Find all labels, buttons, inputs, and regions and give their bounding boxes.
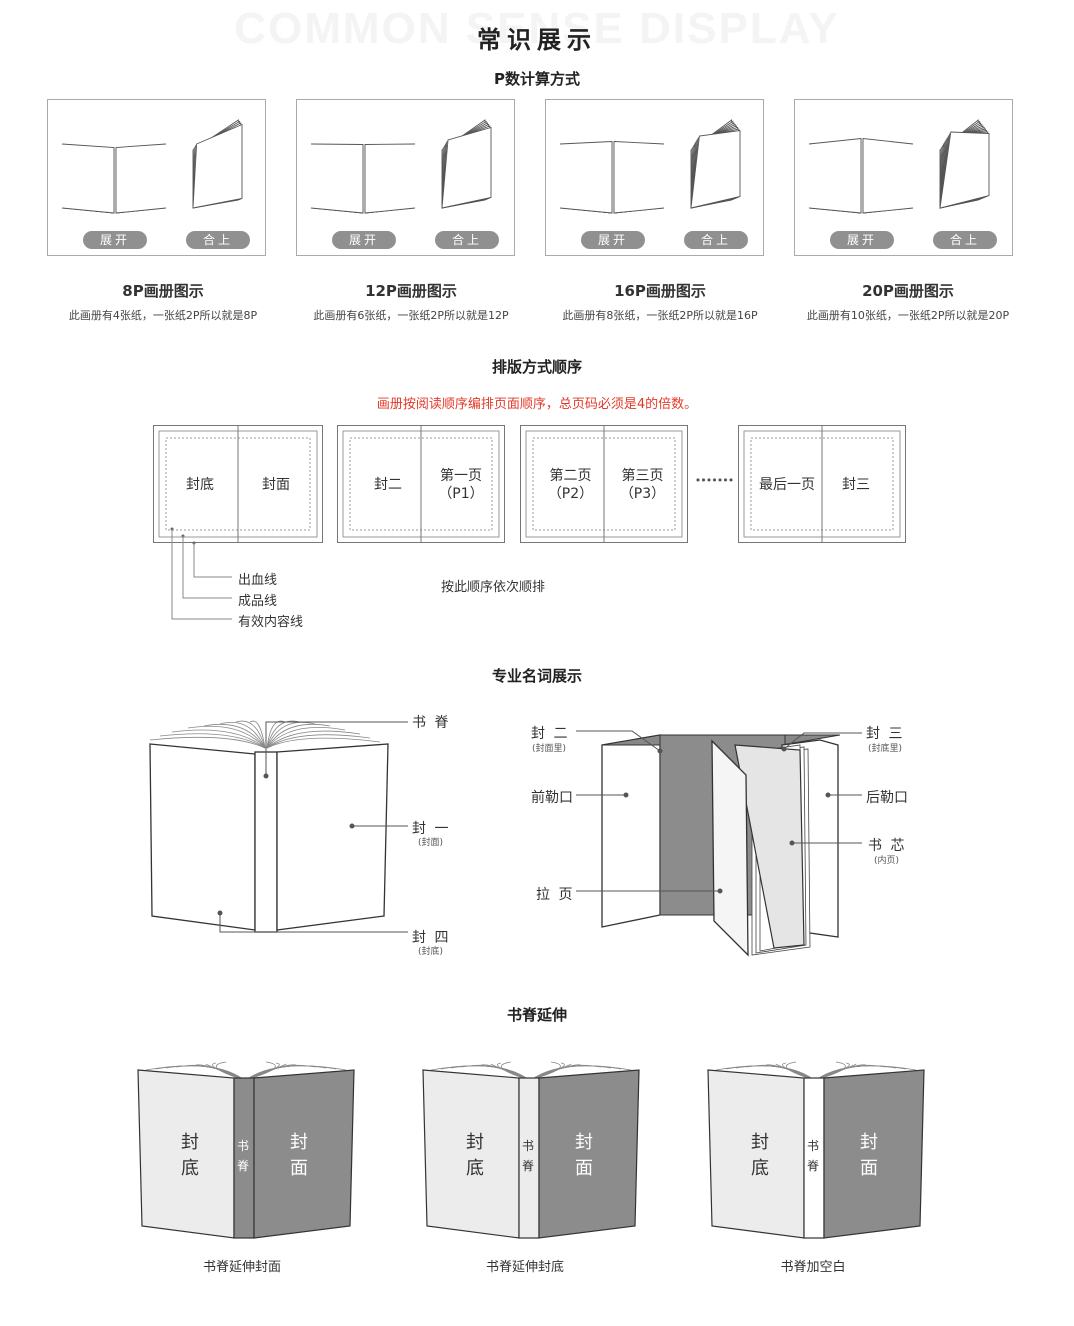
spread-ellipsis: ••••••• <box>694 474 734 487</box>
spine-section-title: 书脊延伸 <box>506 1006 567 1024</box>
spine-book-illustration <box>707 1061 925 1239</box>
spread-guides <box>158 425 318 543</box>
spread-guides <box>743 425 901 543</box>
p-desc-20: 此画册有10张纸，一张纸2P所以就是20P <box>806 309 1010 322</box>
spread-left-label: 最后一页 <box>759 477 815 493</box>
p-diagram-box: 展开 合上 <box>545 99 764 256</box>
spread-left-label: 封二 <box>374 477 402 493</box>
p-diagram-box: 展开 合上 <box>794 99 1013 256</box>
close-label: 合上 <box>933 231 997 249</box>
hardcover-book-illustration <box>576 730 862 957</box>
term-spine: 书 脊 <box>412 715 451 731</box>
close-label: 合上 <box>186 231 250 249</box>
open-label: 展开 <box>581 231 645 249</box>
spread-left-label: 第二页 （P2） <box>547 468 594 502</box>
guide-line-pointers <box>170 527 232 620</box>
close-label: 合上 <box>684 231 748 249</box>
open-label: 展开 <box>830 231 894 249</box>
layout-note: 画册按阅读顺序编排页面顺序，总页码必须是4的倍数。 <box>376 397 698 412</box>
open-label: 展开 <box>83 231 147 249</box>
spine-book-back-label: 封 底 <box>466 1132 484 1179</box>
spine-book-front-label: 封 面 <box>575 1132 593 1179</box>
spread-last: 最后一页 封三 <box>738 425 906 543</box>
spread-cover: 封底 封面 <box>153 425 323 543</box>
spine-book-illustration <box>422 1061 640 1239</box>
p-caption-16: 16P画册图示 <box>614 282 706 300</box>
close-label: 合上 <box>435 231 499 249</box>
p-desc-16: 此画册有8张纸，一张纸2P所以就是16P <box>562 309 758 322</box>
p-diagram-box: 展开 合上 <box>296 99 515 256</box>
spine-book-spine-label: 书 脊 <box>237 1139 250 1173</box>
open-book-illustration <box>149 720 408 933</box>
p-desc-12: 此画册有6张纸，一张纸2P所以就是12P <box>313 309 509 322</box>
spine-book-front-label: 封 面 <box>290 1132 308 1179</box>
term-core-sub: (内页) <box>874 856 900 866</box>
book-pages-illustration <box>808 119 990 214</box>
terms-section-title: 专业名词展示 <box>491 667 582 685</box>
spread-guides <box>525 425 683 543</box>
spine-book-back-label: 封 底 <box>181 1132 199 1179</box>
term-cover3: 封 三 <box>866 726 905 742</box>
layout-section-title: 排版方式顺序 <box>491 358 582 376</box>
open-label: 展开 <box>332 231 396 249</box>
spread-p1: 封二 第一页 （P1） <box>337 425 505 543</box>
spread-left-label: 封底 <box>186 477 214 493</box>
book-pages-illustration <box>310 119 492 214</box>
trim-line-label: 成品线 <box>238 594 278 609</box>
term-cover4-sub: (封底) <box>418 947 444 957</box>
term-back-flap: 后勒口 <box>866 790 908 806</box>
p-caption-20: 20P画册图示 <box>862 282 954 300</box>
spread-guides <box>342 425 500 543</box>
spread-right-label: 封三 <box>842 477 870 493</box>
p-caption-8: 8P画册图示 <box>122 282 204 300</box>
spread-right-label: 封面 <box>262 477 290 493</box>
p-diagram-box: 展开 合上 <box>47 99 266 256</box>
term-cover4: 封 四 <box>412 930 451 946</box>
spine-book-front-label: 封 面 <box>860 1132 878 1179</box>
p-desc-8: 此画册有4张纸，一张纸2P所以就是8P <box>68 309 258 322</box>
spread-right-label: 第一页 （P1） <box>438 468 484 502</box>
term-cover3-sub: (封底里) <box>868 744 903 754</box>
spine-book-illustration <box>137 1061 355 1239</box>
order-note: 按此顺序依次顺排 <box>441 580 546 595</box>
spine-caption-3: 书脊加空白 <box>780 1260 846 1275</box>
term-cover2-sub: (封面里) <box>532 744 567 754</box>
background-title: COMMON SENSE DISPLAY <box>234 4 840 53</box>
term-cover1-sub: (封面) <box>418 838 444 848</box>
spine-caption-2: 书脊延伸封底 <box>485 1260 564 1275</box>
p-section-title: P数计算方式 <box>494 70 580 88</box>
spread-right-label: 第三页 （P3） <box>619 468 666 502</box>
term-cover1: 封 一 <box>412 821 451 837</box>
spine-book-back-label: 封 底 <box>751 1132 769 1179</box>
bleed-line-label: 出血线 <box>238 573 278 588</box>
spread-p2p3: 第二页 （P2） 第三页 （P3） <box>520 425 688 543</box>
spine-book-spine-label: 书 脊 <box>807 1139 820 1173</box>
safe-line-label: 有效内容线 <box>238 615 304 630</box>
p-caption-12: 12P画册图示 <box>365 282 457 300</box>
spine-caption-1: 书脊延伸封面 <box>202 1260 281 1275</box>
term-front-flap: 前勒口 <box>531 790 573 806</box>
term-core: 书 芯 <box>868 838 907 854</box>
page-title: 常识展示 <box>477 26 597 54</box>
book-pages-illustration <box>559 119 741 214</box>
term-cover2: 封 二 <box>531 726 570 742</box>
spine-book-spine-label: 书 脊 <box>522 1139 535 1173</box>
term-pullout: 拉 页 <box>536 887 575 903</box>
book-pages-illustration <box>61 119 243 214</box>
